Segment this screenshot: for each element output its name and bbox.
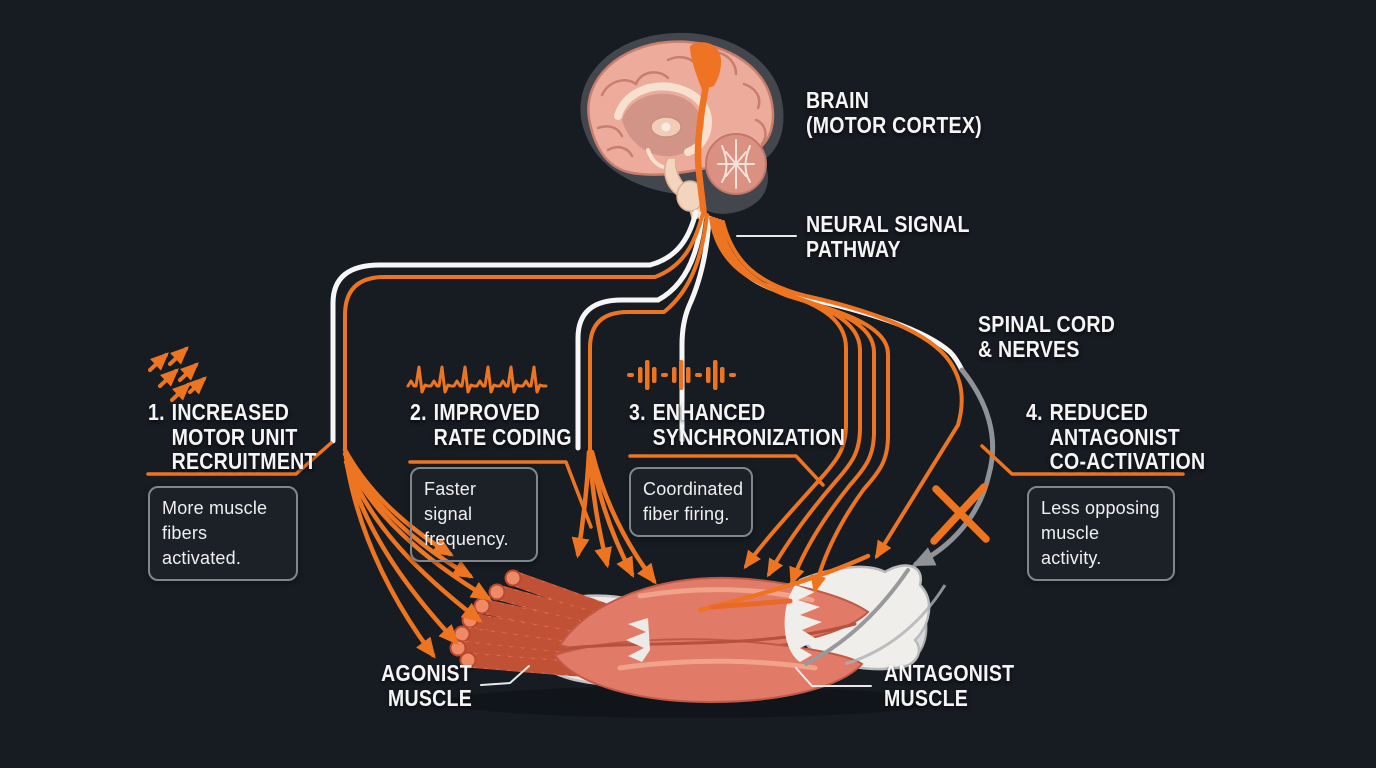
adaptation-2-note: Faster signal frequency. xyxy=(410,467,538,562)
adaptation-1-title: 1. INCREASED MOTOR UNIT RECRUITMENT xyxy=(148,399,317,474)
neural-pathway-label: NEURAL SIGNAL PATHWAY xyxy=(806,211,970,262)
leader-lines xyxy=(480,235,872,687)
antagonist-signal-line xyxy=(911,367,996,567)
tendon-fringe xyxy=(784,585,822,662)
pathway-orange-lines xyxy=(343,211,964,594)
adaptation-2-title: 2. IMPROVED RATE CODING xyxy=(410,399,572,450)
antagonist-muscle-label: ANTAGONIST MUSCLE xyxy=(884,660,1015,711)
muscle-illustration xyxy=(445,553,947,718)
brain-label: BRAIN (MOTOR CORTEX) xyxy=(806,87,982,138)
agonist-muscle-label: AGONIST MUSCLE xyxy=(381,660,472,711)
spinal-cord-label: SPINAL CORD & NERVES xyxy=(978,311,1116,362)
adaptation-3-note: Coordinated fiber firing. xyxy=(629,467,753,537)
adaptation-4-note: Less opposing muscle activity. xyxy=(1027,486,1175,581)
corticospinal-tract xyxy=(694,82,710,220)
brain-illustration xyxy=(580,32,784,220)
blocked-signal-x-mark xyxy=(930,483,990,545)
sync-bars-icon xyxy=(627,360,736,390)
antagonist-nerve-line xyxy=(804,568,910,666)
recruitment-arrows-icon xyxy=(148,346,207,402)
motor-cortex-highlight xyxy=(690,42,722,90)
adaptation-1-note: More muscle fibers activated. xyxy=(148,486,298,581)
label-underlines xyxy=(146,441,1185,529)
ekg-pulse-icon xyxy=(406,365,548,394)
adaptation-4-title: 4. REDUCED ANTAGONIST CO-ACTIVATION xyxy=(1026,399,1206,474)
neural-pathways xyxy=(146,209,1185,687)
adaptation-3-title: 3. ENHANCED SYNCHRONIZATION xyxy=(629,399,846,450)
recruitment-fan-arrows xyxy=(342,447,492,659)
